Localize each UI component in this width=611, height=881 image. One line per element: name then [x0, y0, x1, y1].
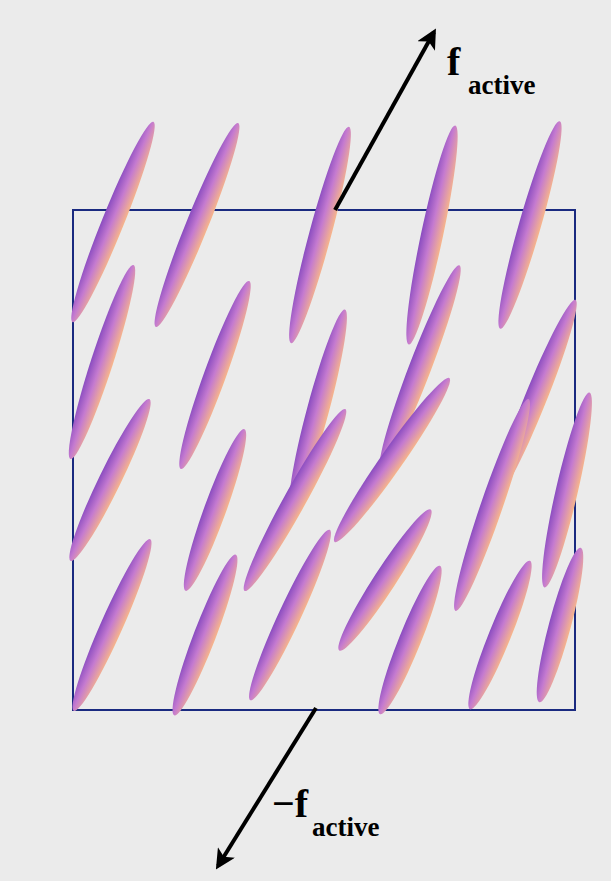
rod	[240, 525, 339, 705]
rod	[170, 277, 259, 472]
rod	[61, 394, 160, 565]
rod	[164, 551, 246, 719]
rod	[146, 119, 249, 331]
rod	[460, 557, 540, 714]
force-arrow	[218, 708, 316, 866]
force-symbol: −f	[272, 784, 308, 824]
rod	[280, 124, 359, 346]
rod	[370, 261, 469, 474]
rod	[62, 118, 163, 327]
rod	[529, 545, 592, 705]
force-symbol: f	[447, 42, 460, 82]
rod	[370, 562, 450, 719]
rod-particles	[60, 118, 600, 719]
force-subscript: active	[468, 72, 535, 99]
rod	[235, 404, 355, 597]
rod	[64, 535, 161, 716]
rod	[534, 390, 600, 590]
rod	[490, 118, 571, 332]
rod	[175, 425, 255, 594]
rod	[326, 372, 459, 548]
force-arrow	[335, 32, 434, 210]
force-subscript: active	[312, 814, 379, 841]
